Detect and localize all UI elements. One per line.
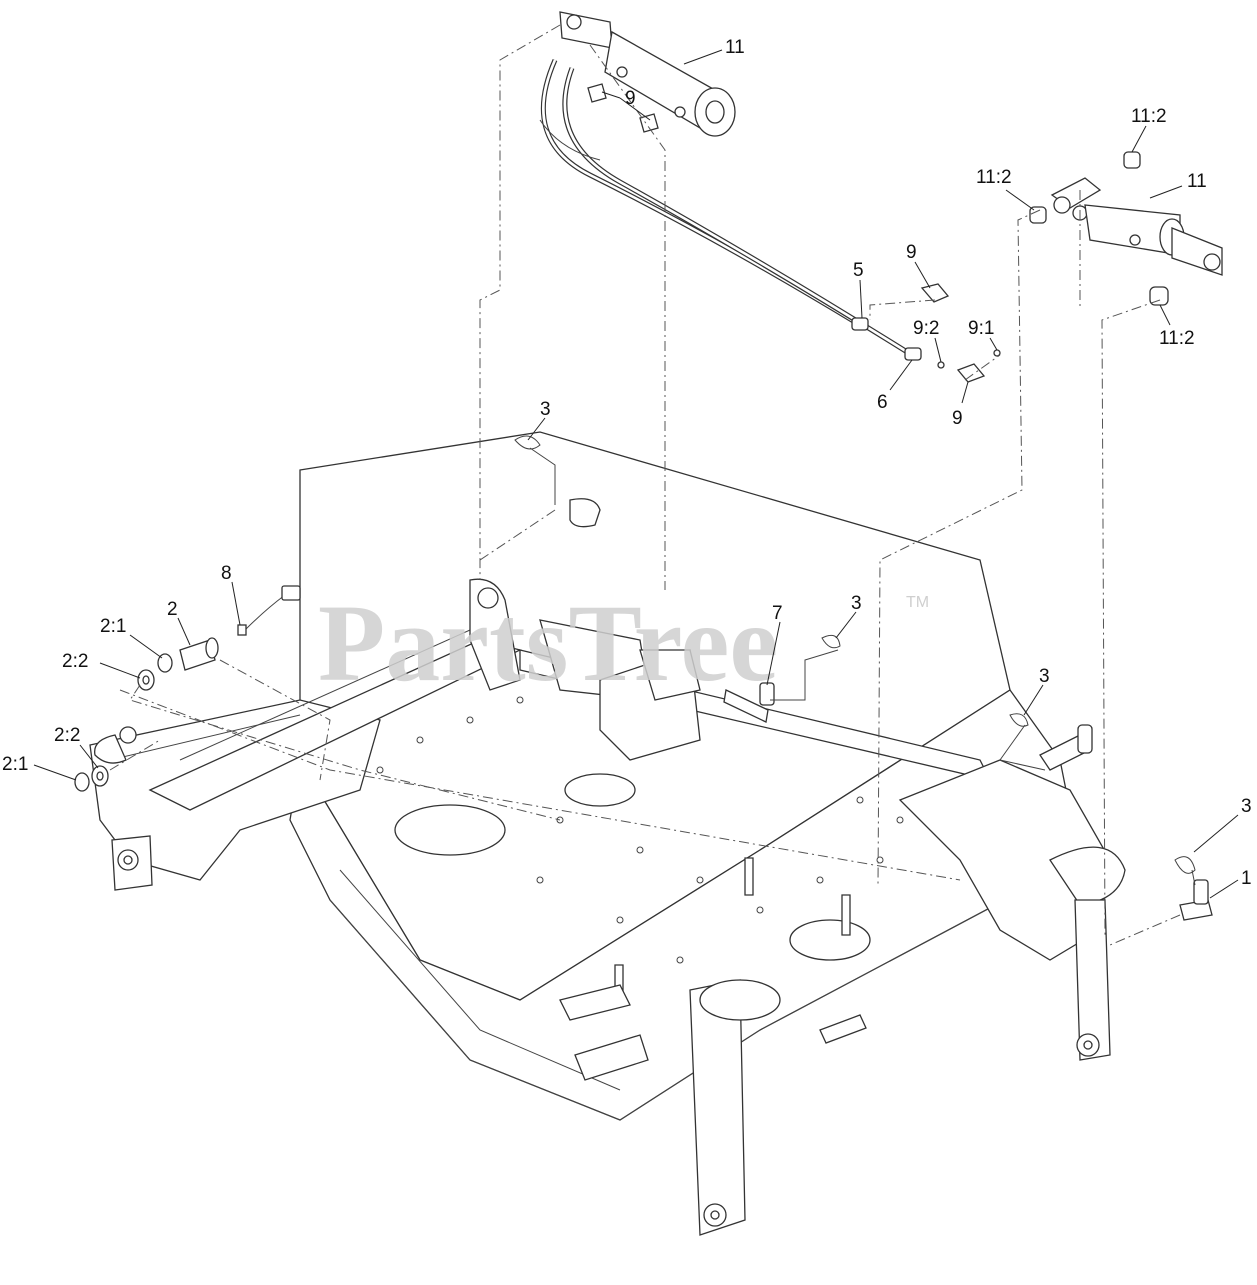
watermark-text: PartsTree — [318, 582, 778, 704]
callout-leaders — [33, 49, 1239, 899]
callout-11-2-lower: 11:2 — [1159, 328, 1195, 349]
callout-2-1-upper: 2:1 — [100, 616, 126, 637]
callout-3-top: 3 — [540, 399, 551, 420]
callout-labels: 11 9 11:2 11:2 11 9 5 9:2 9:1 11:2 6 9 3… — [2, 37, 1252, 889]
hitch-pins-and-clips — [514, 435, 1213, 921]
callout-2-1-lower: 2:1 — [2, 754, 28, 775]
callout-11-2-left: 11:2 — [976, 167, 1012, 188]
hydraulic-cylinder-right — [1050, 177, 1223, 276]
callout-9-right-bottom: 9 — [952, 408, 963, 429]
callout-11-top: 11 — [725, 37, 745, 58]
callout-6: 6 — [877, 392, 888, 413]
callout-9-right-top: 9 — [906, 242, 917, 263]
callout-7: 7 — [772, 603, 783, 624]
hydraulic-fittings — [587, 83, 1001, 383]
hydraulic-hoses — [539, 58, 922, 361]
callout-3-right: 3 — [1039, 666, 1050, 687]
callout-9-1: 9:1 — [968, 318, 994, 339]
callout-8: 8 — [221, 563, 232, 584]
callout-9-2: 9:2 — [913, 318, 939, 339]
callout-2: 2 — [167, 599, 178, 620]
callout-3-far-right: 3 — [1241, 796, 1252, 817]
deck-frame — [89, 431, 1126, 1236]
callout-11-2-upper: 11:2 — [1131, 106, 1167, 127]
assembly-guide-lines — [109, 24, 1196, 946]
sensor-assembly — [74, 585, 301, 792]
callout-1: 1 — [1241, 868, 1252, 889]
callout-2-2-lower: 2:2 — [54, 725, 80, 746]
callout-9-top: 9 — [625, 88, 636, 109]
callout-3-middle: 3 — [851, 593, 862, 614]
callout-11-right: 11 — [1187, 171, 1207, 192]
watermark-trademark: TM — [906, 594, 929, 611]
callout-5: 5 — [853, 260, 864, 281]
callout-2-2-upper: 2:2 — [62, 651, 88, 672]
hydraulic-cylinder-upper — [559, 11, 736, 137]
